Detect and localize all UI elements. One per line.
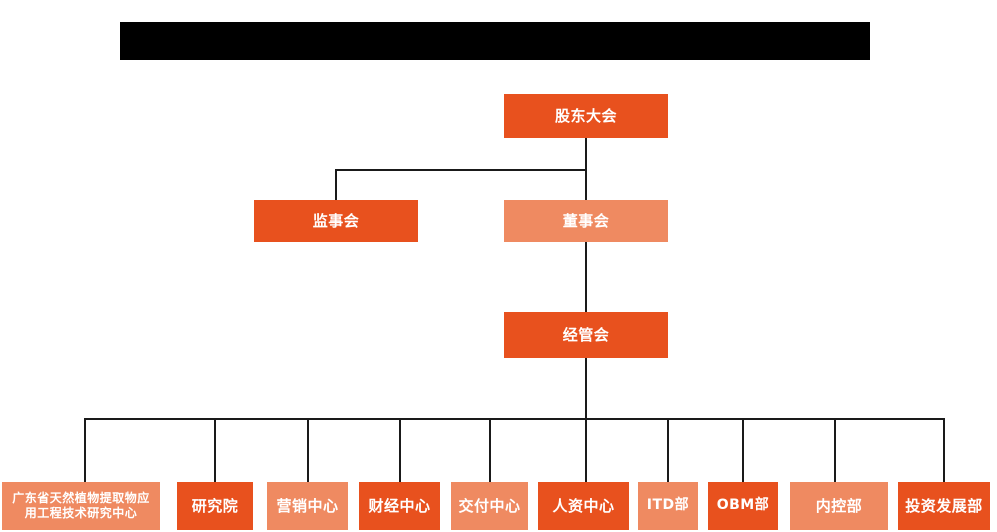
connector-directors-drop (585, 169, 587, 201)
node-dept-hr-center[interactable]: 人资中心 (538, 482, 629, 530)
node-dept-1-label-line-1: 广东省天然植物提取物应 (12, 491, 150, 505)
node-dept-7-label: ITD部 (646, 497, 690, 514)
node-dept-6-label: 人资中心 (552, 496, 615, 515)
connector-supervisors-drop (335, 169, 337, 201)
connector-drop-dept-7 (667, 418, 669, 482)
connector-drop-dept-4 (399, 418, 401, 482)
connector-drop-dept-8 (742, 418, 744, 482)
node-dept-obm[interactable]: OBM部 (708, 482, 778, 530)
node-board-of-supervisors-label: 监事会 (312, 211, 360, 230)
node-dept-1-label-line-2: 用工程技术研究中心 (24, 506, 138, 520)
node-dept-itd[interactable]: ITD部 (638, 482, 698, 530)
node-board-of-directors[interactable]: 董事会 (504, 200, 668, 242)
connector-drop-dept-5 (489, 418, 491, 482)
node-dept-10-label: 投资发展部 (905, 496, 983, 515)
node-dept-investment-development[interactable]: 投资发展部 (898, 482, 990, 530)
redacted-title-banner (120, 22, 870, 60)
node-dept-2-label: 研究院 (191, 496, 239, 515)
node-dept-research-institute[interactable]: 研究院 (177, 482, 253, 530)
node-shareholders-meeting-label: 股东大会 (554, 106, 617, 125)
node-dept-3-label: 营销中心 (276, 496, 339, 515)
node-dept-5-label: 交付中心 (458, 496, 521, 515)
connector-shareholders-down (585, 138, 587, 170)
connector-level2-bus (335, 169, 587, 171)
connector-drop-dept-9 (834, 418, 836, 482)
node-dept-delivery-center[interactable]: 交付中心 (451, 482, 528, 530)
node-dept-finance-center[interactable]: 财经中心 (359, 482, 440, 530)
node-dept-research-center-guangdong[interactable]: 广东省天然植物提取物应 用工程技术研究中心 (2, 482, 160, 530)
node-dept-internal-control[interactable]: 内控部 (790, 482, 888, 530)
node-management-committee-label: 经管会 (562, 325, 610, 344)
connector-drop-dept-1 (84, 418, 86, 482)
node-dept-9-label: 内控部 (815, 496, 863, 515)
node-dept-4-label: 财经中心 (368, 496, 431, 515)
connector-drop-dept-6 (585, 418, 587, 482)
node-shareholders-meeting[interactable]: 股东大会 (504, 94, 668, 138)
node-board-of-directors-label: 董事会 (562, 211, 610, 230)
node-board-of-supervisors[interactable]: 监事会 (254, 200, 418, 242)
connector-drop-dept-3 (307, 418, 309, 482)
node-dept-8-label: OBM部 (716, 497, 770, 514)
node-dept-marketing-center[interactable]: 营销中心 (267, 482, 348, 530)
connector-drop-dept-2 (214, 418, 216, 482)
node-management-committee[interactable]: 经管会 (504, 312, 668, 358)
connector-drop-dept-10 (943, 418, 945, 482)
connector-directors-to-mgmt (585, 242, 587, 312)
connector-mgmt-down (585, 358, 587, 420)
connector-departments-bus (85, 418, 945, 420)
